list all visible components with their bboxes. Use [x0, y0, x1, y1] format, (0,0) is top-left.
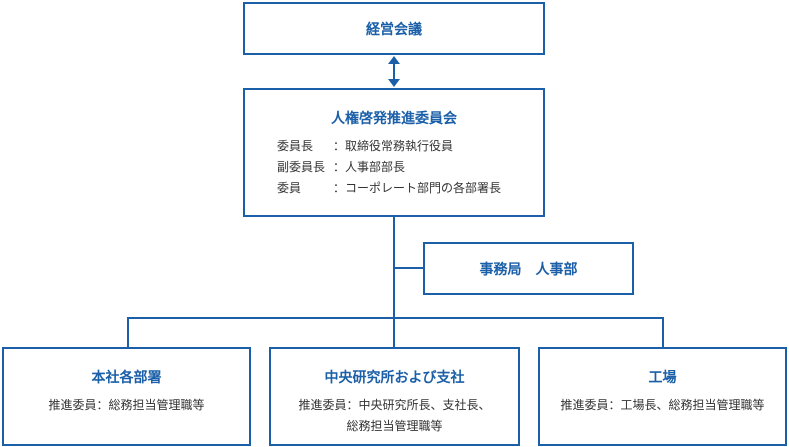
role-label: 副委員長 [276, 160, 325, 174]
role-value: コーポレート部門の各部署長 [345, 181, 502, 195]
unit-line: 推進委員：工場長、総務担当管理職等 [560, 398, 765, 412]
bidirectional-arrow-icon [388, 56, 400, 87]
connector-line [127, 317, 664, 319]
management-meeting-box: 経営会議 [243, 2, 545, 55]
connector-line [662, 317, 664, 347]
separator: ： [332, 181, 345, 195]
committee-row: 委員長 ：取締役常務執行役員 [277, 136, 501, 157]
unit-title: 中央研究所および支社 [324, 370, 465, 386]
unit-box-headquarters: 本社各部署 推進委員：総務担当管理職等 [2, 347, 251, 446]
unit-line: 推進委員：総務担当管理職等 [48, 398, 205, 412]
unit-line: 推進委員：中央研究所長、支社長、 [298, 398, 491, 412]
role-value: 人事部部長 [345, 160, 406, 174]
role-label: 委員長 [276, 139, 313, 153]
connector-line [393, 317, 395, 347]
committee-title: 人権啓発推進委員会 [331, 111, 457, 127]
role-label: 委員 [276, 181, 301, 195]
committee-row: 副委員長 ：人事部部長 [277, 157, 501, 178]
connector-line [393, 267, 423, 269]
unit-title: 本社各部署 [91, 370, 162, 386]
management-meeting-title: 経営会議 [366, 22, 422, 38]
unit-box-research-branches: 中央研究所および支社 推進委員：中央研究所長、支社長、 総務担当管理職等 [269, 347, 520, 446]
secretariat-box: 事務局 人事部 [423, 242, 634, 295]
unit-box-factory: 工場 推進委員：工場長、総務担当管理職等 [538, 347, 787, 446]
role-value: 取締役常務執行役員 [345, 139, 454, 153]
unit-line: 総務担当管理職等 [346, 419, 443, 433]
separator: ： [332, 160, 345, 174]
secretariat-title: 事務局 人事部 [479, 262, 578, 278]
separator: ： [332, 139, 345, 153]
committee-members: 委員長：取締役常務執行役員 副委員長：人事部部長 委員：コーポレート部門の各部署… [277, 136, 501, 199]
human-rights-committee-box: 人権啓発推進委員会 委員長：取締役常務執行役員 副委員長：人事部部長 委員：コー… [243, 88, 545, 217]
connector-line [127, 317, 129, 347]
unit-title: 工場 [648, 370, 677, 386]
committee-row: 委員 ：コーポレート部門の各部署長 [277, 178, 501, 199]
